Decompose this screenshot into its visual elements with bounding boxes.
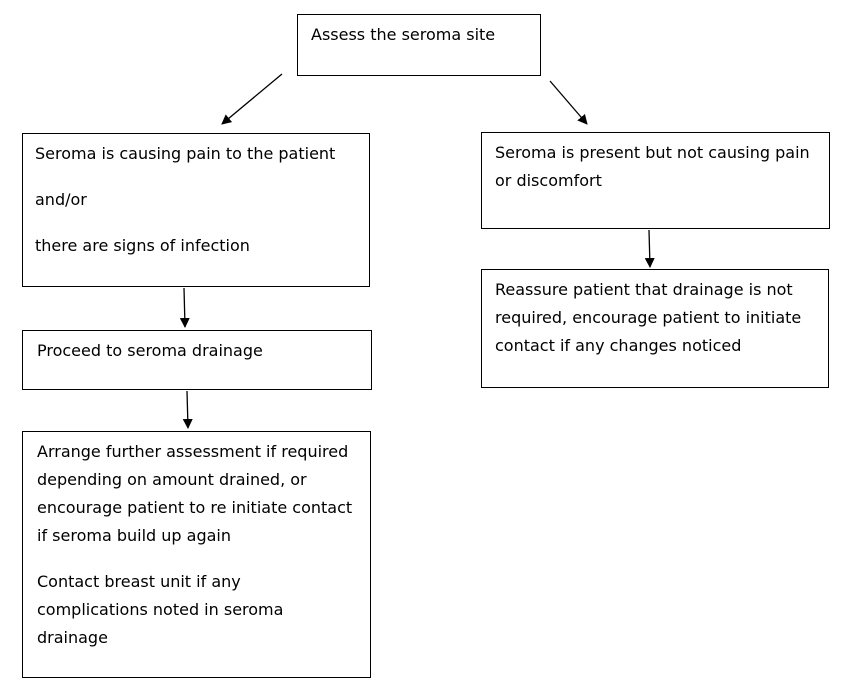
node-assess-label: Assess the seroma site — [311, 25, 496, 44]
node-not-causing-pain-label: Seroma is present but not causing pain o… — [495, 143, 810, 190]
node-reassure-label: Reassure patient that drainage is not re… — [495, 280, 802, 355]
node-arrange-label: Arrange further assessment if required d… — [37, 442, 353, 545]
node-arrange-further-assessment: Arrange further assessment if required d… — [22, 431, 371, 678]
node-seroma-causing-pain: Seroma is causing pain to the patient an… — [22, 133, 370, 287]
arrow-causing-pain-to-proceed — [179, 287, 190, 328]
node-seroma-not-causing-pain: Seroma is present but not causing pain o… — [481, 132, 830, 229]
node-proceed-to-drainage: Proceed to seroma drainage — [22, 330, 372, 390]
node-assess-seroma-site: Assess the seroma site — [297, 14, 541, 76]
node-contact-breast-unit-label: Contact breast unit if any complications… — [37, 572, 284, 647]
arrow-not-causing-pain-to-reassure — [644, 229, 655, 268]
node-causing-pain-label: Seroma is causing pain to the patient an… — [35, 144, 336, 255]
node-reassure-patient: Reassure patient that drainage is not re… — [481, 269, 829, 388]
arrow-assess-to-not-causing-pain — [549, 80, 588, 125]
arrow-proceed-to-arrange — [182, 390, 193, 429]
node-proceed-label: Proceed to seroma drainage — [37, 341, 263, 360]
arrow-assess-to-causing-pain — [221, 73, 283, 125]
